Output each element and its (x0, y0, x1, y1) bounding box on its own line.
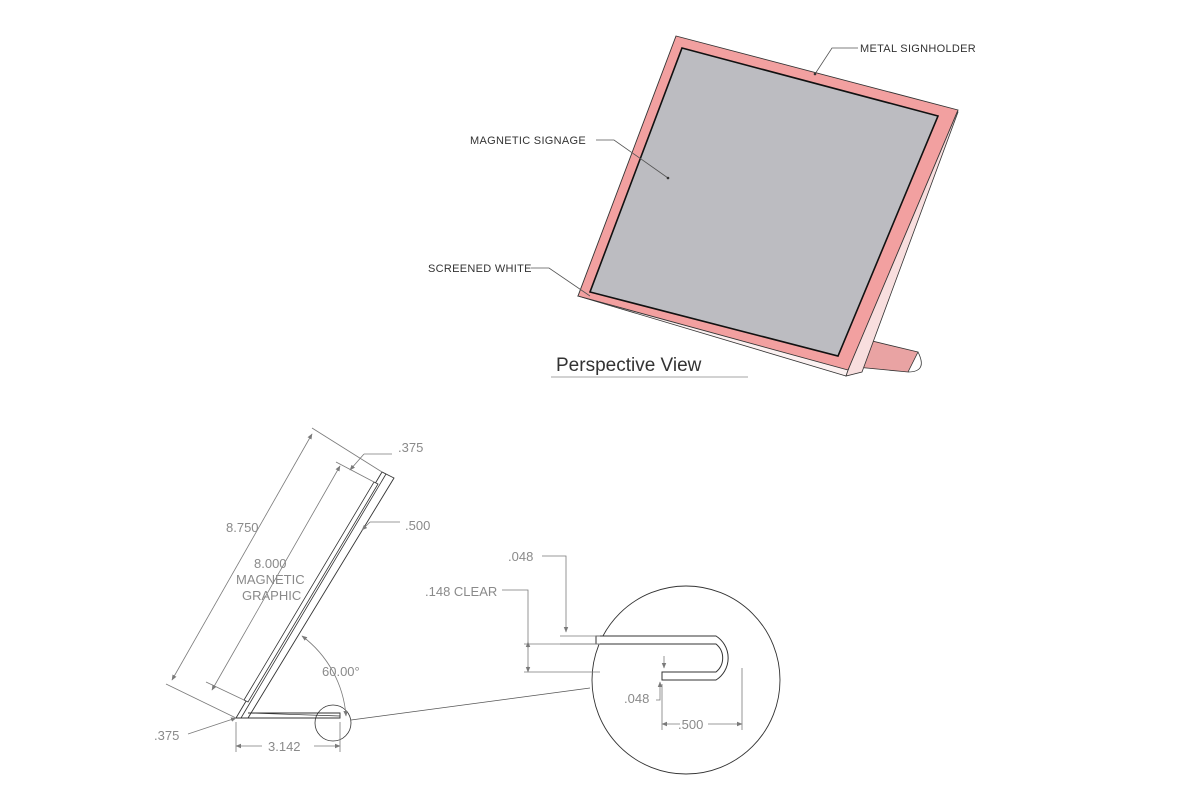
graphic-label-line2: GRAPHIC (242, 588, 301, 603)
dim-graphic-length: 8.000 (254, 556, 287, 571)
detail-view-circle (591, 585, 781, 775)
dim-clear: .148 CLEAR (425, 584, 497, 599)
base-flange-hem (907, 351, 922, 373)
dim-edge: .500 (405, 518, 430, 533)
magnetic-signage-panel (588, 47, 940, 357)
dim-thickness-top: .048 (508, 549, 533, 564)
dim-bottom: .375 (154, 728, 179, 743)
side-view: 8.750 8.000 MAGNETIC GRAPHIC .375 .500 6… (154, 427, 591, 754)
dim-length: 8.750 (226, 520, 259, 535)
callout-screened-white: SCREENED WHITE (428, 263, 532, 275)
dim-angle: 60.00° (322, 664, 360, 679)
perspective-view-title: Perspective View (556, 355, 702, 376)
dim-thickness-bottom: .048 (624, 691, 649, 706)
perspective-view: METAL SIGNHOLDER MAGNETIC SIGNAGE SCREEN… (428, 35, 976, 378)
hem-profile (595, 635, 729, 681)
detail-view: .048 .148 CLEAR .048 .500 (425, 549, 781, 775)
dim-top: .375 (398, 440, 423, 455)
callout-metal-signholder: METAL SIGNHOLDER (860, 43, 976, 55)
graphic-label-line1: MAGNETIC (236, 572, 305, 587)
dim-base: 3.142 (268, 739, 301, 754)
callout-magnetic-signage: MAGNETIC SIGNAGE (470, 135, 586, 147)
dim-hem-length: .500 (678, 717, 703, 732)
